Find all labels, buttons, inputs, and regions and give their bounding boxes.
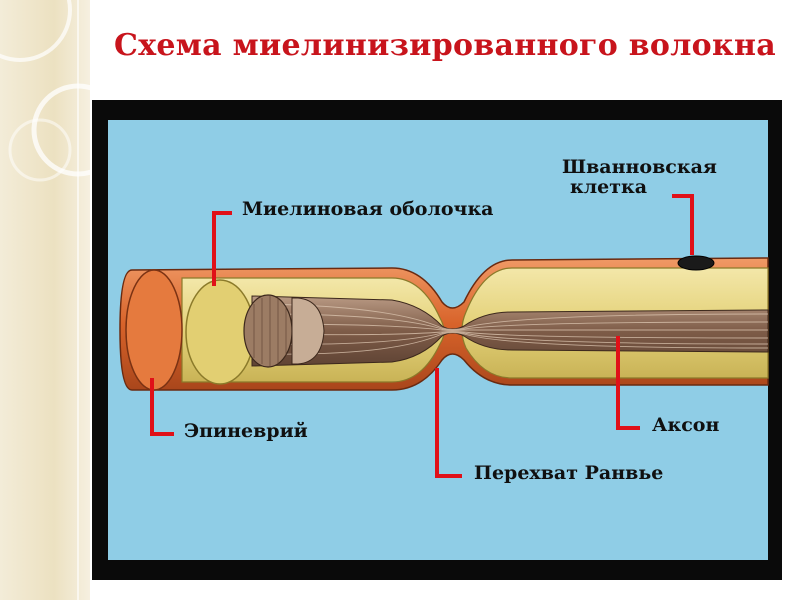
pointer-epineurium — [150, 378, 174, 436]
myelinated-fiber-diagram: Миелиновая оболочка Шванновская клетка Э… — [92, 100, 782, 580]
label-node-of-ranvier: Перехват Ранвье — [474, 462, 664, 484]
label-schwann-cell-line2: клетка — [570, 175, 648, 198]
decorative-circles — [0, 0, 90, 600]
pointer-myelin — [212, 211, 232, 286]
label-epineurium: Эпиневрий — [184, 420, 308, 442]
axon-cut-face — [243, 294, 293, 368]
pointer-axon — [616, 336, 640, 430]
pointer-ranvier — [435, 368, 462, 478]
pointer-schwann — [672, 194, 694, 255]
label-axon: Аксон — [652, 414, 720, 436]
label-schwann-cell: Шванновская клетка — [562, 156, 717, 198]
label-myelin-sheath: Миелиновая оболочка — [242, 198, 494, 220]
schwann-cell-nucleus — [677, 255, 715, 271]
fiber-illustration — [108, 120, 769, 560]
label-schwann-cell-line1: Шванновская — [562, 156, 717, 178]
pointer-lines — [150, 194, 694, 478]
slide-title: Схема миелинизированного волокна — [114, 28, 776, 63]
epineurium-cut-edge — [125, 269, 183, 391]
decorative-side-band — [0, 0, 90, 600]
inner-sheath-cap — [291, 297, 325, 365]
axon-fibers — [261, 303, 769, 355]
axon-cut-face-texture — [253, 296, 287, 366]
